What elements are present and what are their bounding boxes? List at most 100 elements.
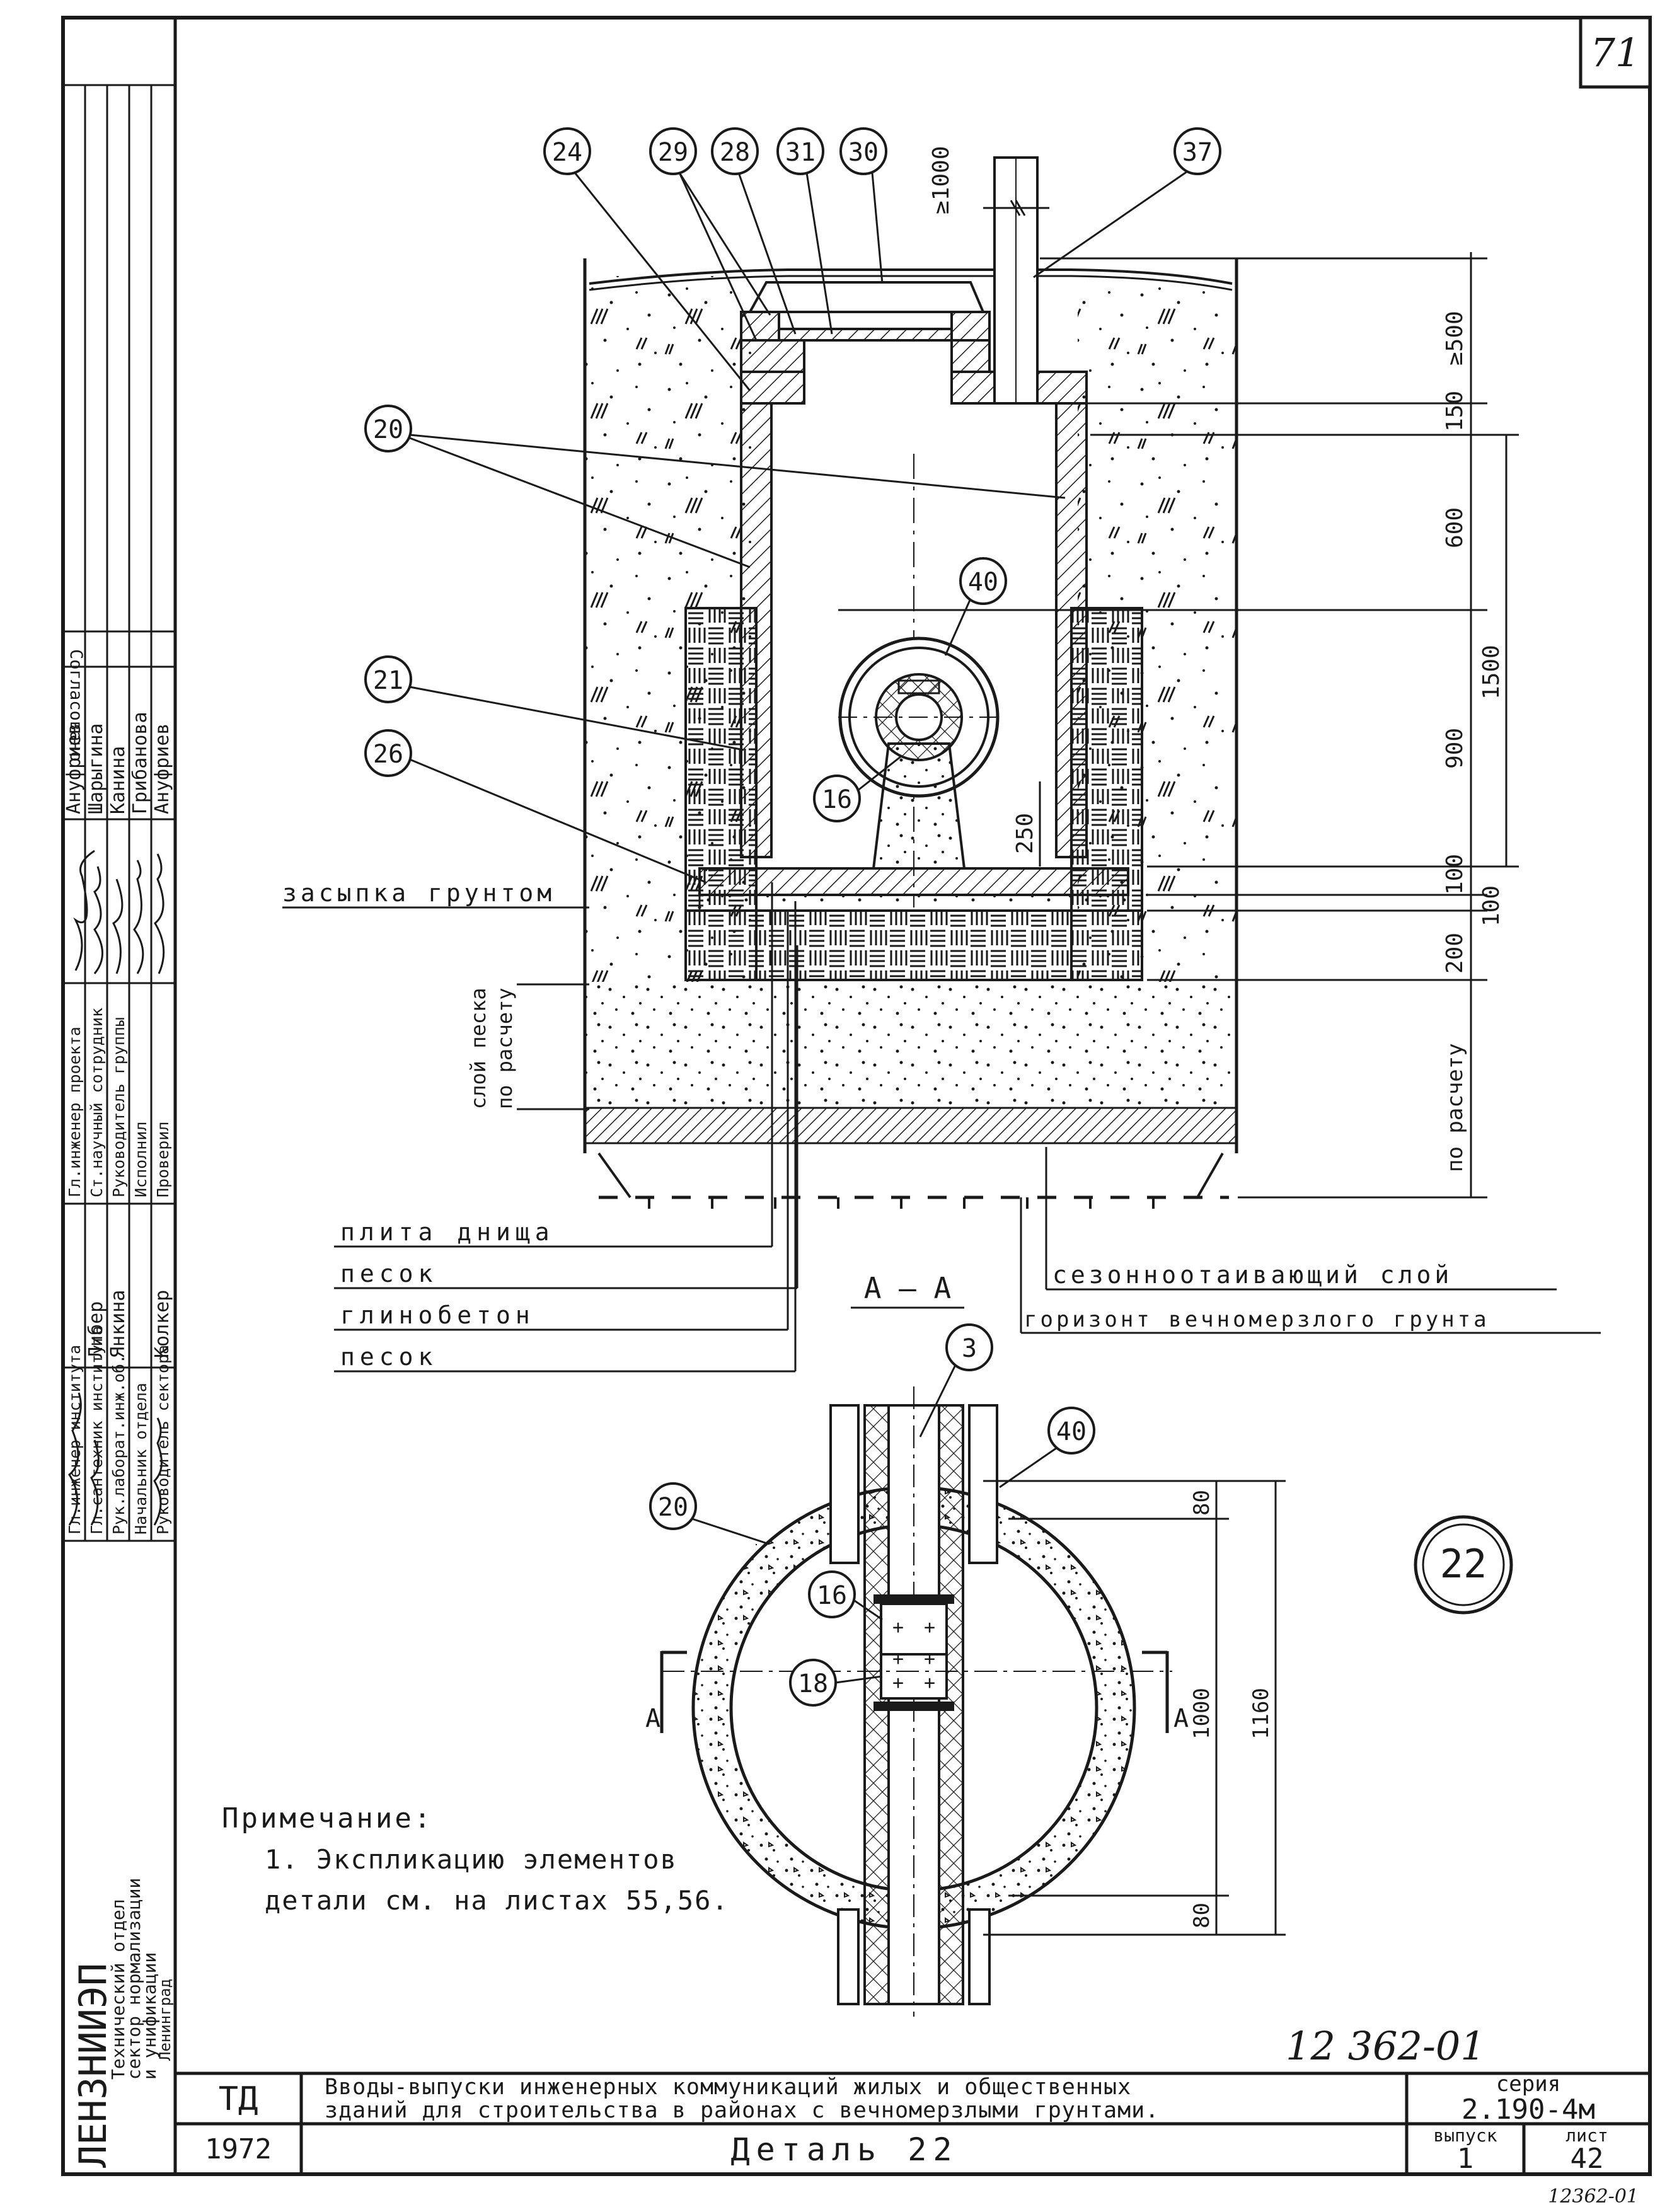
note-heading: Примечание:: [222, 1802, 433, 1835]
stamp-role: Руководитель сектора: [154, 1345, 172, 1535]
issue-value: 1: [1457, 2143, 1474, 2175]
svg-text:+: +: [892, 1616, 904, 1639]
stamp-name: Колкер: [151, 1290, 173, 1358]
organization-dept-line: и унификации: [139, 1952, 160, 2080]
note: Примечание: 1. Экспликацию элементов дет…: [222, 1802, 729, 1916]
callout-26: 26: [373, 740, 403, 769]
layer-bottom-slab: плита днища: [340, 1218, 555, 1246]
title-year: 1972: [205, 2133, 272, 2165]
stamp-name: Янкина: [107, 1290, 129, 1358]
plan-view: ++ ++ ++: [660, 1386, 1172, 2017]
sand-layer-label-line2: по расчету: [493, 988, 517, 1109]
dim-cover-height: ≥500: [1442, 311, 1468, 366]
section-title: А — А: [864, 1271, 951, 1305]
dim-100-sand: 100: [1479, 885, 1504, 926]
dim-900: 900: [1442, 728, 1468, 769]
dim-80-top: 80: [1189, 1490, 1214, 1516]
issue-label: выпуск: [1433, 2125, 1497, 2146]
stamp-role: Гл.инженер проекта: [66, 1027, 84, 1197]
note-line: детали см. на листах 55,56.: [265, 1885, 729, 1916]
callout-30: 30: [848, 138, 879, 167]
sheet-frame: [61, 16, 1652, 2176]
stamp-name: Шарыгина: [85, 723, 107, 815]
sheet-value: 42: [1571, 2143, 1604, 2175]
sand-layer-label-line1: слой песка: [466, 988, 490, 1109]
callout-21: 21: [373, 666, 403, 695]
organization-dept-line: сектор нормализации: [124, 1878, 144, 2080]
dim-100-slab: 100: [1442, 854, 1468, 895]
title-line2: зданий для строительства в районах с веч…: [325, 2098, 1159, 2123]
signatures: [68, 850, 165, 1526]
fitting-18: [880, 1653, 948, 1700]
stamp-role: Руководитель группы: [110, 1017, 128, 1197]
callout-16: 16: [817, 1581, 847, 1610]
organization-name: ЛЕНЗНИИЭП: [71, 1963, 115, 2168]
callout-20: 20: [658, 1493, 688, 1522]
callout-37: 37: [1182, 138, 1213, 167]
title-line1: Вводы-выпуски инженерных коммуникаций жи…: [325, 2075, 1131, 2100]
stamp-role: Начальник отдела: [132, 1383, 150, 1535]
plan-callouts: [649, 1323, 1095, 1707]
cut-mark-left: А: [645, 1704, 660, 1733]
stamp-agreed-label: Согласовано: [66, 649, 86, 762]
insulation-bottom: [684, 909, 1143, 981]
detail-name: Деталь 22: [731, 2131, 959, 2168]
sheet-number-box: [1579, 16, 1652, 89]
permafrost-horizon-label: горизонт вечномерзлого грунта: [1024, 1307, 1490, 1332]
series-value: 2.190-4м: [1462, 2094, 1595, 2126]
permafrost-base: [584, 1107, 1238, 1144]
leader-lines: [409, 170, 1188, 884]
dim-1160: 1160: [1248, 1688, 1274, 1739]
layers-legend: плита днища песок глинобетон песок: [334, 882, 799, 1373]
layer-sand-lower: песок: [340, 1343, 437, 1371]
title-block: [175, 2071, 1650, 2174]
stamp-name: Ануфриев: [63, 723, 85, 815]
organization-block: ЛЕНЗНИИЭП Технический отдел сектор норма…: [71, 1878, 174, 2168]
permafrost-labels: сезонноотаивающий слой горизонт вечномер…: [1020, 1147, 1601, 1334]
series-label: серия: [1496, 2071, 1560, 2097]
pipe-support: [872, 742, 966, 870]
note-line: 1. Экспликацию элементов: [265, 1844, 677, 1875]
section-callouts: [364, 127, 1221, 822]
dimension-chain: [838, 252, 1519, 1199]
left-stamp: [63, 84, 175, 1542]
dim-150: 150: [1442, 391, 1468, 432]
stamp-name: Канина: [107, 746, 129, 814]
section-view: [583, 156, 1238, 1209]
callout-3: 3: [962, 1334, 977, 1363]
bottom-stamp: 12362-01: [1548, 2186, 1639, 2208]
detail-badge: [1414, 1515, 1513, 1615]
callout-40: 40: [1056, 1417, 1087, 1446]
sand-layer: [585, 982, 1237, 1108]
well-wall-left: [740, 402, 773, 858]
dim-1000: 1000: [1189, 1688, 1214, 1739]
svg-text:+: +: [924, 1672, 935, 1694]
well-wall-right: [1055, 402, 1088, 858]
organization-dept-line: Технический отдел: [108, 1899, 129, 2080]
stamp-role: Ст.научный сотрудник: [88, 1008, 106, 1197]
svg-text:+: +: [892, 1648, 904, 1670]
callout-40: 40: [968, 568, 998, 597]
dim-250: 250: [1012, 813, 1038, 854]
sheet-label: лист: [1565, 2125, 1608, 2146]
stamp-name: Ануфриев: [151, 723, 173, 815]
svg-text:+: +: [924, 1616, 935, 1639]
dim-600: 600: [1442, 507, 1468, 548]
detail-badge-number: 22: [1440, 1541, 1487, 1587]
dim-80-bottom: 80: [1189, 1903, 1214, 1928]
organization-dept-line: Ленинград: [156, 1979, 174, 2061]
hatch-frame: [747, 281, 986, 313]
svg-text:+: +: [892, 1672, 904, 1694]
stamp-role: Проверил: [154, 1122, 172, 1197]
layer-clay-concrete: глинобетон: [340, 1301, 535, 1329]
callout-16: 16: [822, 785, 852, 814]
callout-20: 20: [373, 415, 403, 444]
handwritten-number: 12 362-01: [1286, 2023, 1485, 2069]
callout-29: 29: [658, 138, 688, 167]
stamp-name: Грибанова: [129, 711, 151, 814]
stamp-role: Исполнил: [132, 1122, 150, 1197]
dim-1500: 1500: [1479, 645, 1504, 700]
dim-vent-height: ≥1000: [928, 146, 954, 214]
svg-text:+: +: [924, 1648, 935, 1670]
